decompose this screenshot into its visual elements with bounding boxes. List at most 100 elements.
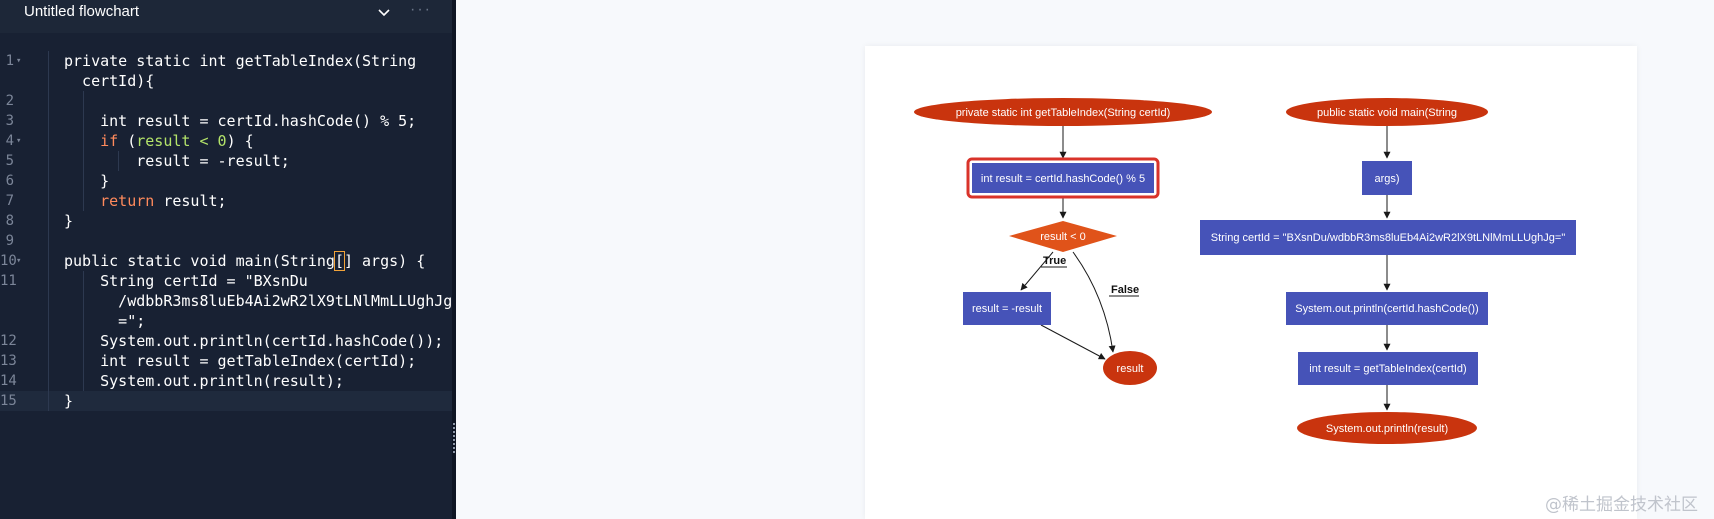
node-start2-label: public static void main(String [1317,107,1457,119]
indent-guide [83,151,84,171]
code-line[interactable]: 14 System.out.println(result); [0,371,452,391]
line-number: 4 [5,133,14,149]
indent-guide [118,151,119,171]
chevron-down-icon[interactable] [376,4,392,20]
code-token: } [64,392,74,410]
fold-toggle-icon[interactable]: ▾ [16,56,22,66]
code-line[interactable]: 4▾ if (result < 0) { [0,131,452,151]
line-number: 2 [5,93,14,109]
node-start2[interactable]: public static void main(String [1286,98,1488,126]
code-line[interactable]: 12 System.out.println(certId.hashCode())… [0,331,452,351]
code-token: } [64,172,110,190]
code-line[interactable]: 10▾public static void main(String[] args… [0,251,452,271]
code-line[interactable]: certId){ [0,71,452,91]
indent-guide [48,331,49,351]
code-line[interactable]: 5 result = -result; [0,151,452,171]
code-token: result = -result; [64,152,290,170]
code-token [64,192,100,210]
indent-guide [83,351,84,371]
indent-guide [48,191,49,211]
node-op1-label: int result = certId.hashCode() % 5 [981,173,1145,185]
code-line[interactable]: ="; [0,311,452,331]
indent-guide [48,151,49,171]
edge-op2-end1 [1040,324,1106,360]
code-keyword: if [100,132,119,150]
more-options-icon[interactable]: ··· [410,1,432,18]
code-token: int result = certId.hashCode() % 5; [64,112,417,130]
node-op1[interactable]: int result = certId.hashCode() % 5 [966,157,1160,199]
node-decision[interactable]: result < 0 [1009,221,1117,252]
code-line[interactable]: 13 int result = getTableIndex(certId); [0,351,452,371]
flowchart-title[interactable]: Untitled flowchart [24,3,140,20]
node-op2-label: result = -result [972,303,1042,315]
code-area[interactable]: 1▾private static int getTableIndex(Strin… [0,51,452,411]
code-line-text: private static int getTableIndex(String [64,51,416,71]
code-token: System.out.println(certId.hashCode()); [64,332,444,350]
code-line[interactable]: /wdbbR3ms8luEb4Ai2wR2lX9tLNlMmLLUghJg [0,291,452,311]
node-op5[interactable]: System.out.println(certId.hashCode()) [1286,292,1488,325]
edge-cond-end1 [1072,251,1116,353]
code-line-text: System.out.println(certId.hashCode()); [64,331,443,351]
code-line-text: String certId = "BXsnDu [64,271,308,291]
code-line-text: return result; [64,191,226,211]
line-number: 11 [0,273,17,289]
code-token: public static void main(String [64,252,335,270]
code-token: } [64,212,74,230]
indent-guide [48,111,49,131]
indent-guide [83,171,84,191]
code-line-text: ="; [64,311,145,331]
line-number: 7 [5,193,14,209]
edge-cond-op2 [1020,251,1054,291]
code-token: result < 0 [136,132,227,150]
drag-handle-icon[interactable] [453,423,455,453]
fold-toggle-icon[interactable]: ▾ [16,136,22,146]
indent-guide [48,131,49,151]
indent-guide [83,111,84,131]
indent-guide [48,71,49,91]
code-line-text: certId){ [64,71,154,91]
code-line[interactable]: 8} [0,211,452,231]
code-token: ( [118,132,137,150]
code-token: ) { [226,132,254,150]
node-start1-label: private static int getTableIndex(String … [956,107,1171,119]
indent-guide [48,171,49,191]
code-line-text: result = -result; [64,151,290,171]
line-number: 12 [0,333,17,349]
indent-guide [48,211,49,231]
node-op3-label: args) [1374,173,1399,185]
fold-toggle-icon[interactable]: ▾ [16,256,22,266]
code-line[interactable]: 6 } [0,171,452,191]
node-start1[interactable]: private static int getTableIndex(String … [914,98,1212,126]
node-end1[interactable]: result [1103,351,1157,385]
code-line[interactable]: 9 [0,231,452,251]
indent-guide [83,271,84,291]
indent-guide [48,51,49,71]
line-number: 6 [5,173,14,189]
code-line-text: if (result < 0) { [64,131,254,151]
indent-guide [48,391,49,411]
panel-splitter[interactable] [452,0,456,519]
code-line[interactable]: 7 return result; [0,191,452,211]
line-number: 3 [5,113,14,129]
code-line-text: public static void main(String[] args) { [64,251,425,271]
line-number: 1 [5,53,14,69]
indent-guide [48,371,49,391]
node-end2[interactable]: System.out.println(result) [1297,412,1477,444]
code-line-text: } [64,171,109,191]
line-number: 15 [0,393,17,409]
code-keyword: return [100,192,155,210]
node-op3[interactable]: args) [1362,161,1412,195]
code-line[interactable]: 11 String certId = "BXsnDu [0,271,452,291]
indent-guide [48,311,49,331]
node-op2[interactable]: result = -result [963,292,1051,325]
code-line[interactable]: 3 int result = certId.hashCode() % 5; [0,111,452,131]
node-op4[interactable]: String certId = "BXsnDu/wdbbR3ms8luEb4Ai… [1200,220,1576,255]
code-line[interactable]: 1▾ private static int getTableIndex(Strin… [0,51,452,71]
code-line[interactable]: 2 [0,91,452,111]
indent-guide [83,291,84,311]
indent-guide [48,291,49,311]
code-line[interactable]: 15} [0,391,452,411]
node-op6[interactable]: int result = getTableIndex(certId) [1298,352,1478,385]
line-number: 8 [5,213,14,229]
code-token: System.out.println(result); [64,372,344,390]
